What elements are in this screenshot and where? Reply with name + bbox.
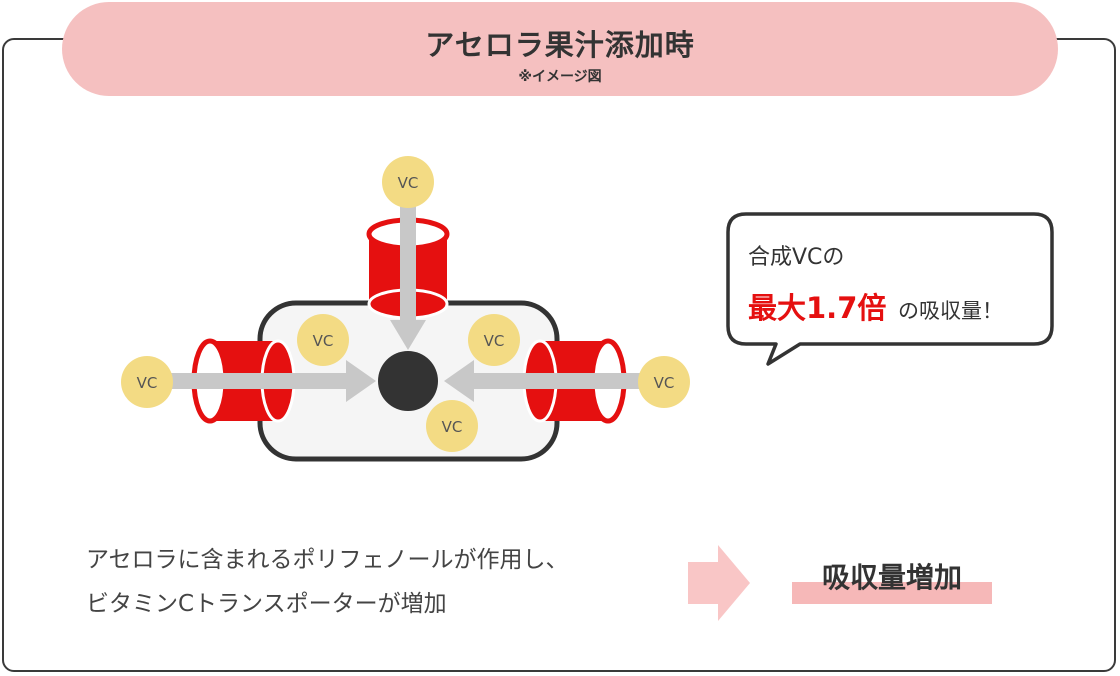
vc-molecule: VC	[382, 156, 434, 208]
svg-text:VC: VC	[654, 374, 675, 392]
vc-molecule: VC	[121, 356, 173, 408]
svg-text:VC: VC	[137, 374, 158, 392]
vc-molecule: VC	[426, 400, 478, 452]
result-arrow	[688, 545, 750, 621]
header-banner: アセロラ果汁添加時 ※イメージ図	[62, 2, 1058, 96]
svg-text:VC: VC	[313, 332, 334, 350]
vc-molecule: VC	[297, 314, 349, 366]
result-label: 吸収量増加	[821, 561, 962, 594]
explanation-text: アセロラに含まれるポリフェノールが作用し、 ビタミンCトランスポーターが増加	[86, 538, 569, 626]
header-subtitle: ※イメージ図	[518, 69, 602, 85]
explanation-line1: アセロラに含まれるポリフェノールが作用し、	[86, 547, 569, 573]
inflow-arrows	[160, 182, 660, 402]
svg-text:VC: VC	[398, 174, 419, 192]
vc-molecule: VC	[638, 356, 690, 408]
svg-text:VC: VC	[484, 332, 505, 350]
top-arrowhead	[390, 320, 426, 350]
callout-bubble: 合成VCの 最大1.7倍 の吸収量！	[726, 212, 1054, 366]
vc-molecule: VC	[468, 314, 520, 366]
svg-text:VC: VC	[442, 418, 463, 436]
center-target	[378, 351, 438, 411]
top-inflow-arrow	[400, 182, 416, 322]
callout-line1: 合成VCの	[748, 245, 844, 270]
result-highlight	[792, 582, 992, 604]
explanation-line2: ビタミンCトランスポーターが増加	[86, 591, 447, 617]
callout-suffix: の吸収量！	[898, 299, 1003, 323]
left-inflow-arrow	[160, 373, 350, 389]
right-inflow-arrow	[470, 373, 660, 389]
callout-emphasis: 最大1.7倍	[748, 291, 886, 325]
right-arrowhead	[444, 360, 474, 402]
left-arrowhead	[346, 360, 376, 402]
header-title: アセロラ果汁添加時	[425, 28, 695, 62]
